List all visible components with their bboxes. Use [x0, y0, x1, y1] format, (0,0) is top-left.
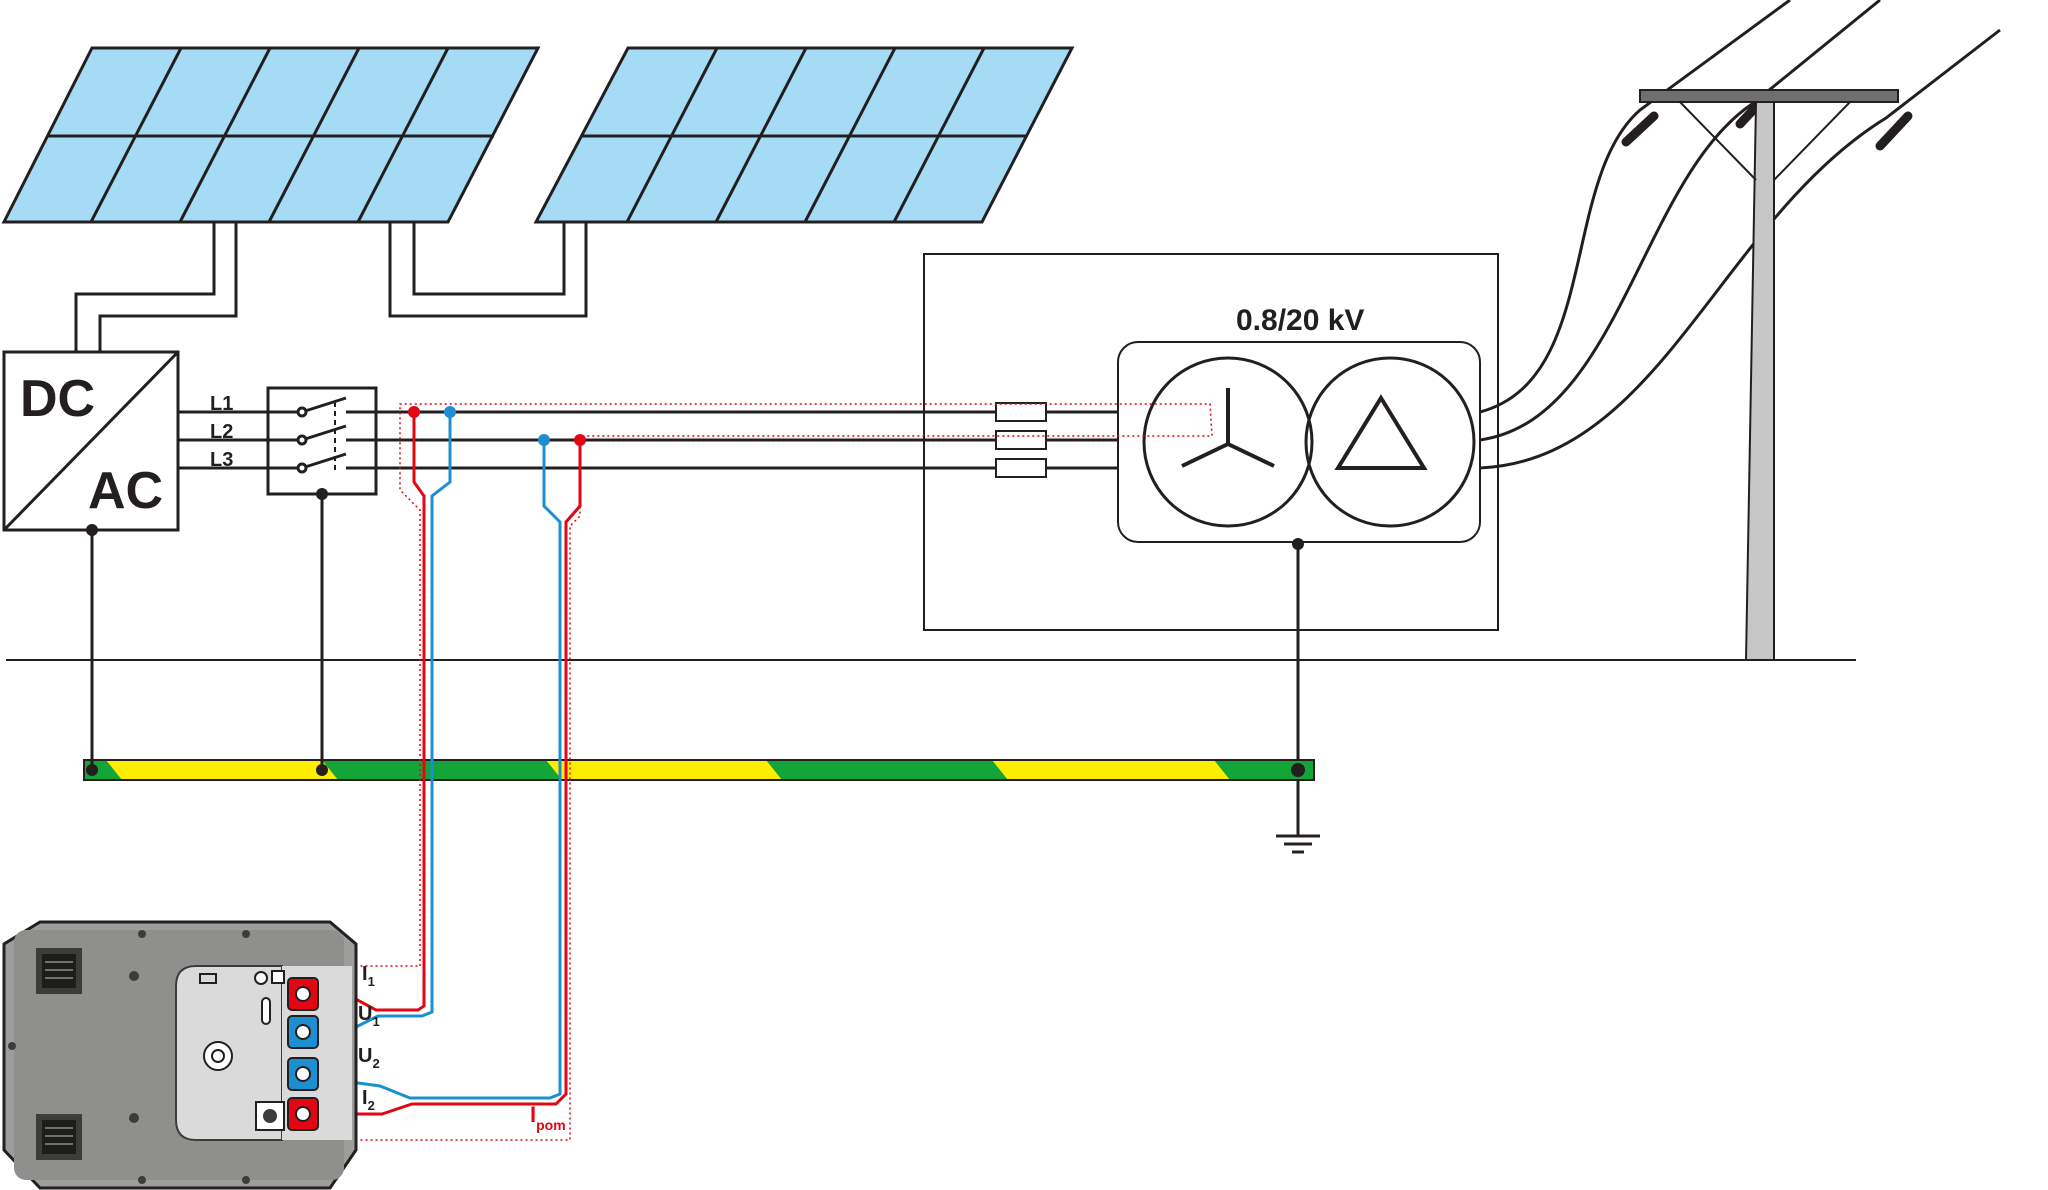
earth-junctions	[86, 488, 1305, 777]
delta-winding-icon	[1334, 394, 1428, 470]
port-icon	[271, 970, 285, 984]
probe-points	[408, 406, 586, 446]
phase-l2-label: L2	[210, 421, 233, 443]
inverter-dc-label: DC	[20, 370, 95, 428]
inverter-ac-label: AC	[88, 462, 163, 520]
fuse-block	[995, 402, 1047, 478]
measurement-loop-label: Ipom	[530, 1102, 566, 1133]
screw-icon	[8, 930, 250, 1184]
terminal-i2[interactable]	[287, 1097, 319, 1131]
hv-lines	[1479, 0, 2001, 470]
solar-panel-right	[533, 46, 1075, 224]
vent-icon	[36, 948, 82, 994]
substation-enclosure	[923, 253, 1499, 631]
pe-earth-wires	[90, 494, 1300, 836]
phase-l1-label: L1	[210, 393, 233, 415]
pe-earth-bar	[83, 759, 1315, 781]
transformer: 0.8/20 kV	[1117, 304, 1481, 543]
solar-panel-left	[1, 46, 541, 224]
earth-connection-point	[1292, 538, 1304, 550]
transformer-rating: 0.8/20 kV	[1236, 304, 1364, 337]
terminal-i2-label: I2	[362, 1087, 375, 1113]
voltage-lead-u2	[291, 440, 562, 1100]
slot-icon	[261, 997, 271, 1025]
inverter: DC AC	[2, 350, 180, 532]
terminal-u2-label: U2	[358, 1045, 380, 1071]
current-lead-i1	[292, 412, 426, 1012]
terminal-u1[interactable]	[287, 1015, 319, 1049]
terminal-u1-label: U1	[358, 1003, 380, 1029]
rotary-knob-icon[interactable]	[203, 1041, 233, 1071]
battery-icon	[199, 973, 217, 984]
dc-cable	[74, 222, 588, 352]
wye-winding-icon	[1181, 388, 1275, 468]
terminal-u2[interactable]	[287, 1057, 319, 1091]
terminal-i1[interactable]	[287, 977, 319, 1011]
terminal-i1-label: I1	[362, 963, 375, 989]
utility-pole	[1639, 89, 1899, 661]
current-lead-i2	[292, 440, 582, 1116]
phase-l3-label: L3	[210, 449, 233, 471]
earth-resistance-meter	[2, 920, 358, 1190]
ground-symbol-icon	[1276, 834, 1320, 854]
vent-icon	[36, 1114, 82, 1160]
power-button[interactable]	[254, 971, 268, 985]
